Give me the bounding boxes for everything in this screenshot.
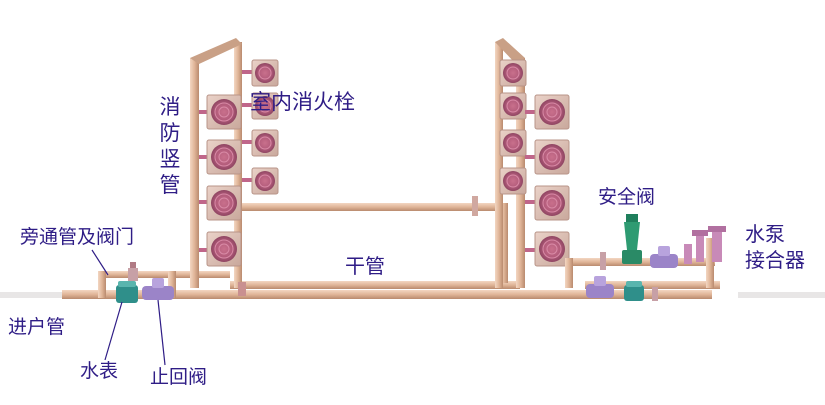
hydrant-right-back-3 (499, 129, 527, 157)
bypass-riser-right (168, 271, 176, 298)
water-meter-icon (116, 281, 138, 303)
connector-branch-drop (565, 258, 573, 288)
inlet-pipe-faded (0, 292, 70, 298)
hydrant-left-front-2 (199, 139, 242, 175)
hydrant-left-front-1 (199, 94, 242, 130)
hydrant-right-front-1 (525, 94, 570, 130)
pump-connector-icon (684, 226, 726, 264)
left-riser-valve (238, 282, 246, 296)
check-valve-label: 止回阀 (150, 366, 208, 388)
hydrant-right-front-3 (525, 185, 570, 221)
right-check-valve-icon (586, 276, 614, 298)
right-gate-valve (652, 287, 658, 301)
main-trunk-pipe (230, 281, 520, 289)
bypass-label: 旁通管及阀门 (20, 226, 135, 248)
hydrant-left-front-3 (199, 185, 242, 221)
right-riser-back (495, 42, 503, 288)
check-valve-icon (142, 278, 174, 300)
branch-check-valve-icon (650, 246, 678, 268)
inlet-pipe-label: 进户管 (8, 316, 66, 338)
safety-valve-icon (622, 214, 642, 264)
hydrant-right-front-4 (525, 231, 570, 267)
indoor-hydrant-label: 室内消火栓 (250, 90, 355, 114)
fire-riser-label: 消防竖管 (159, 95, 181, 197)
water-meter-label: 水表 (80, 360, 119, 382)
pump-connector-label-line1: 水泵 (745, 222, 785, 246)
hydrant-right-back-2 (499, 92, 527, 120)
left-riser-front (190, 58, 199, 288)
upper-cross-drop (500, 203, 508, 283)
connector-riser (706, 238, 714, 288)
main-pipe-label: 干管 (345, 254, 385, 278)
right-meter-icon (624, 281, 644, 301)
pump-connector-label-line2: 接合器 (745, 248, 805, 272)
hydrant-right-front-2 (525, 139, 570, 175)
hydrant-right-back-1 (499, 59, 527, 87)
upper-cross-pipe (242, 203, 500, 211)
hydrant-left-back-3 (242, 129, 279, 157)
hydrant-left-back-2 (242, 92, 279, 120)
safety-valve-label: 安全阀 (598, 186, 656, 208)
right-riser-top (495, 38, 525, 64)
connector-gate-valve (600, 252, 606, 270)
right-trunk-pipe (585, 281, 720, 289)
hydrant-left-back-4 (242, 167, 279, 195)
bypass-valve (128, 262, 138, 281)
inlet-main-pipe (62, 290, 712, 299)
hydrant-left-front-4 (199, 231, 242, 267)
hydrant-left-back-1 (242, 59, 279, 87)
cross-valve (472, 196, 478, 216)
bypass-pipe (100, 271, 230, 278)
hydrant-right-back-4 (499, 167, 527, 195)
left-riser-top (190, 38, 242, 64)
bypass-riser-left (98, 271, 106, 298)
outlet-pipe-faded (738, 292, 825, 298)
